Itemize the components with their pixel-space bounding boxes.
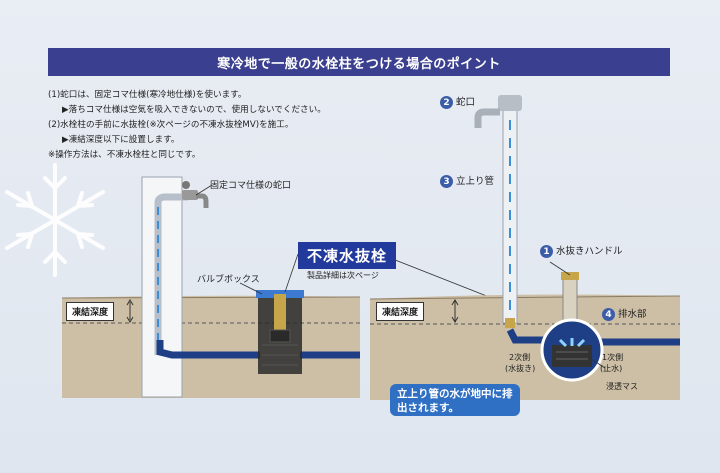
basin-label: 浸透マス: [606, 382, 638, 391]
freeze-depth-left: 凍結深度: [66, 302, 115, 321]
water-column: [141, 176, 183, 398]
badge-icon: 1: [540, 245, 553, 258]
product-note: 製品詳細は次ページ: [307, 271, 379, 280]
side2-sub: (水抜き): [505, 364, 536, 373]
badge-icon: 2: [440, 96, 453, 109]
snowflake-icon: [5, 163, 105, 277]
faucet-icon: [182, 181, 209, 208]
note-4: ▶凍結深度以下に設置します。: [62, 135, 180, 145]
valve-box-label: バルブボックス: [197, 275, 260, 285]
drain-valve: [540, 272, 604, 382]
side1-sub: (止水): [600, 364, 623, 373]
faucet-label: 固定コマ仕様の蛇口: [210, 181, 292, 191]
right-riser-pipe: [502, 97, 680, 346]
badge-icon: 4: [602, 308, 615, 321]
right-ground: [369, 294, 681, 400]
side1-label: 1次側: [602, 353, 624, 362]
valve-box: [256, 290, 304, 374]
page-title: 寒冷地で一般の水栓柱をつける場合のポイント: [48, 48, 670, 76]
note-1: (1)蛇口は、固定コマ仕様(寒冷地仕様)を使います。: [48, 90, 247, 100]
note-5: ※操作方法は、不凍水栓柱と同じです。: [48, 150, 201, 160]
badge-icon: 3: [440, 175, 453, 188]
side2-label: 2次側: [509, 353, 531, 362]
note-3: (2)水栓柱の手前に水抜栓(※次ページの不凍水抜栓MV)を施工。: [48, 120, 294, 130]
left-riser-pipe: [154, 193, 360, 359]
faucet-icon: [474, 95, 522, 128]
note-2: ▶落ちコマ仕様は空気を吸入できないので、使用しないでください。: [62, 105, 326, 115]
freeze-depth-right: 凍結深度: [376, 302, 425, 321]
drain-callout: 立上り管の水が地中に排出されます。: [390, 384, 520, 416]
notes: (1)蛇口は、固定コマ仕様(寒冷地仕様)を使います。 ▶落ちコマ仕様は空気を吸入…: [48, 88, 326, 163]
product-name: 不凍水抜栓: [298, 242, 397, 269]
